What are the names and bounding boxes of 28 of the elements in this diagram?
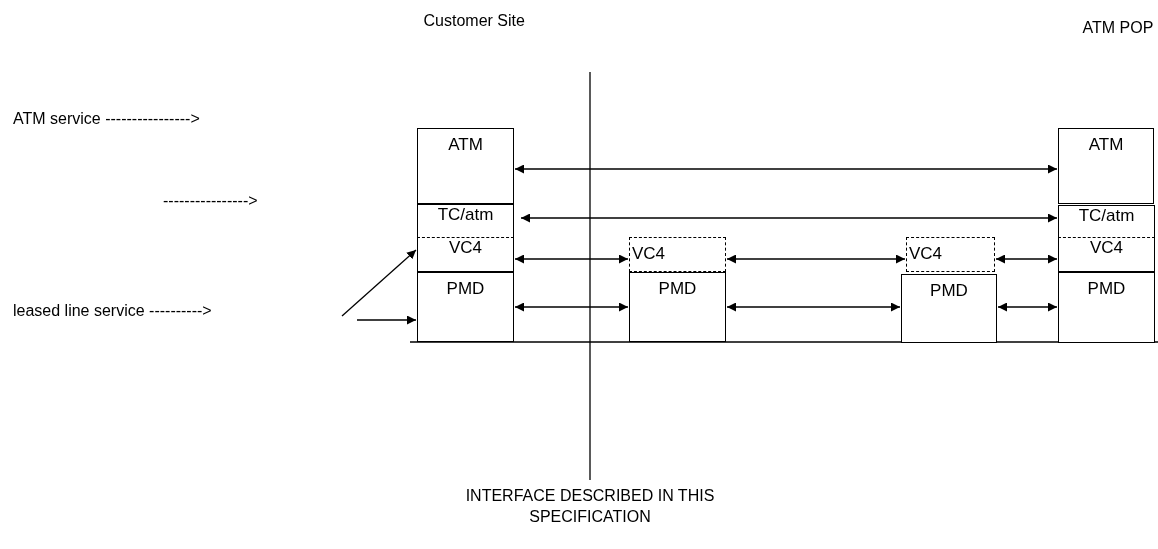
protocol-layer-box: TC/atm: [417, 204, 514, 238]
double-headed-arrow: [997, 302, 1058, 312]
protocol-layer-box: VC4: [417, 238, 514, 272]
double-headed-arrow: [520, 213, 1058, 223]
double-headed-arrow: [514, 164, 1058, 174]
protocol-layer-box: TC/atm: [1058, 205, 1155, 238]
service-label: leased line service ---------->: [13, 301, 212, 321]
protocol-layer-box: PMD: [1058, 272, 1155, 343]
protocol-layer-box: PMD: [417, 272, 514, 342]
double-headed-arrow: [726, 302, 901, 312]
protocol-layer-box: PMD: [629, 272, 726, 342]
protocol-layer-box: ATM: [1058, 128, 1154, 204]
interface-caption: INTERFACE DESCRIBED IN THIS SPECIFICATION: [464, 486, 716, 527]
protocol-layer-box: ATM: [417, 128, 514, 204]
protocol-layer-box: PMD: [901, 274, 997, 343]
protocol-layer-box: VC4: [629, 237, 726, 272]
double-headed-arrow: [514, 302, 629, 312]
service-label: ATM service ---------------->: [13, 109, 200, 129]
double-headed-arrow: [514, 254, 629, 264]
protocol-layer-box: VC4: [1058, 238, 1155, 272]
arrow: [356, 315, 417, 325]
arrow: [341, 249, 417, 317]
site-heading: ATM POP: [1082, 18, 1154, 38]
double-headed-arrow: [995, 254, 1058, 264]
site-heading: Customer Site: [423, 11, 525, 31]
protocol-layer-box: VC4: [906, 237, 995, 272]
service-label: ---------------->: [163, 191, 258, 211]
double-headed-arrow: [726, 254, 906, 264]
